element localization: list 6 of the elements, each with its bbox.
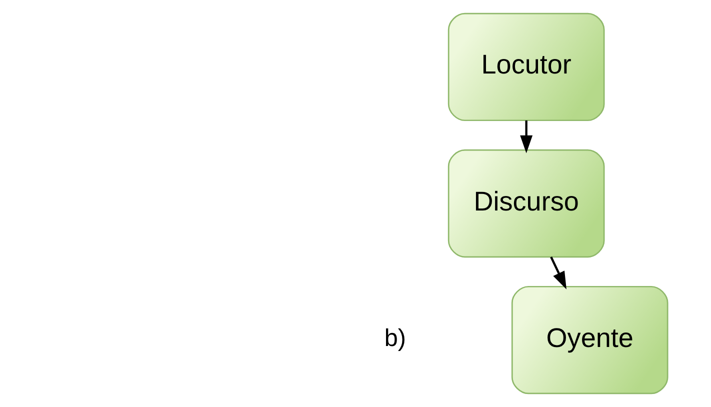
node-box: Oyente [510, 286, 668, 394]
node-box: Discurso [447, 149, 604, 258]
arrow [520, 120, 532, 154]
arrow [550, 256, 566, 290]
node-box: Locutor [447, 12, 604, 122]
label: b) [384, 324, 406, 352]
